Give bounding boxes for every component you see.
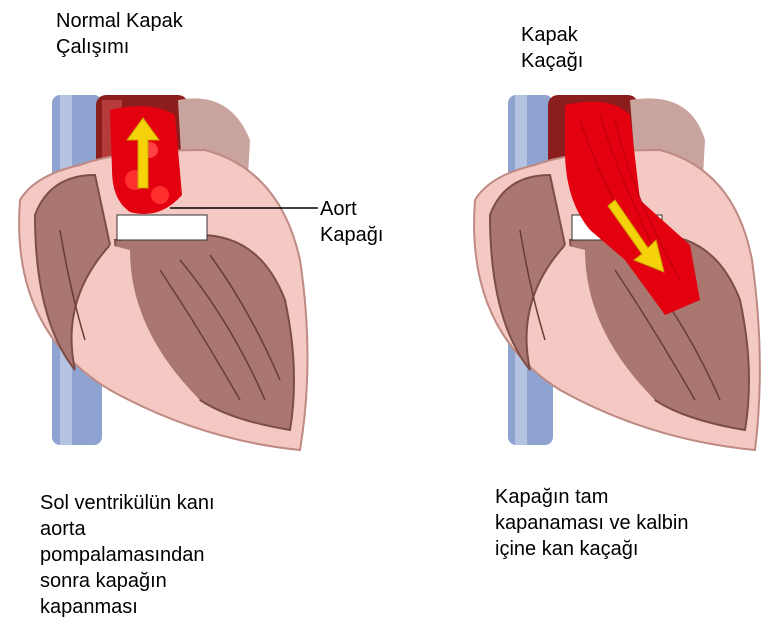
leaking-valve-heart-illustration (0, 0, 766, 639)
